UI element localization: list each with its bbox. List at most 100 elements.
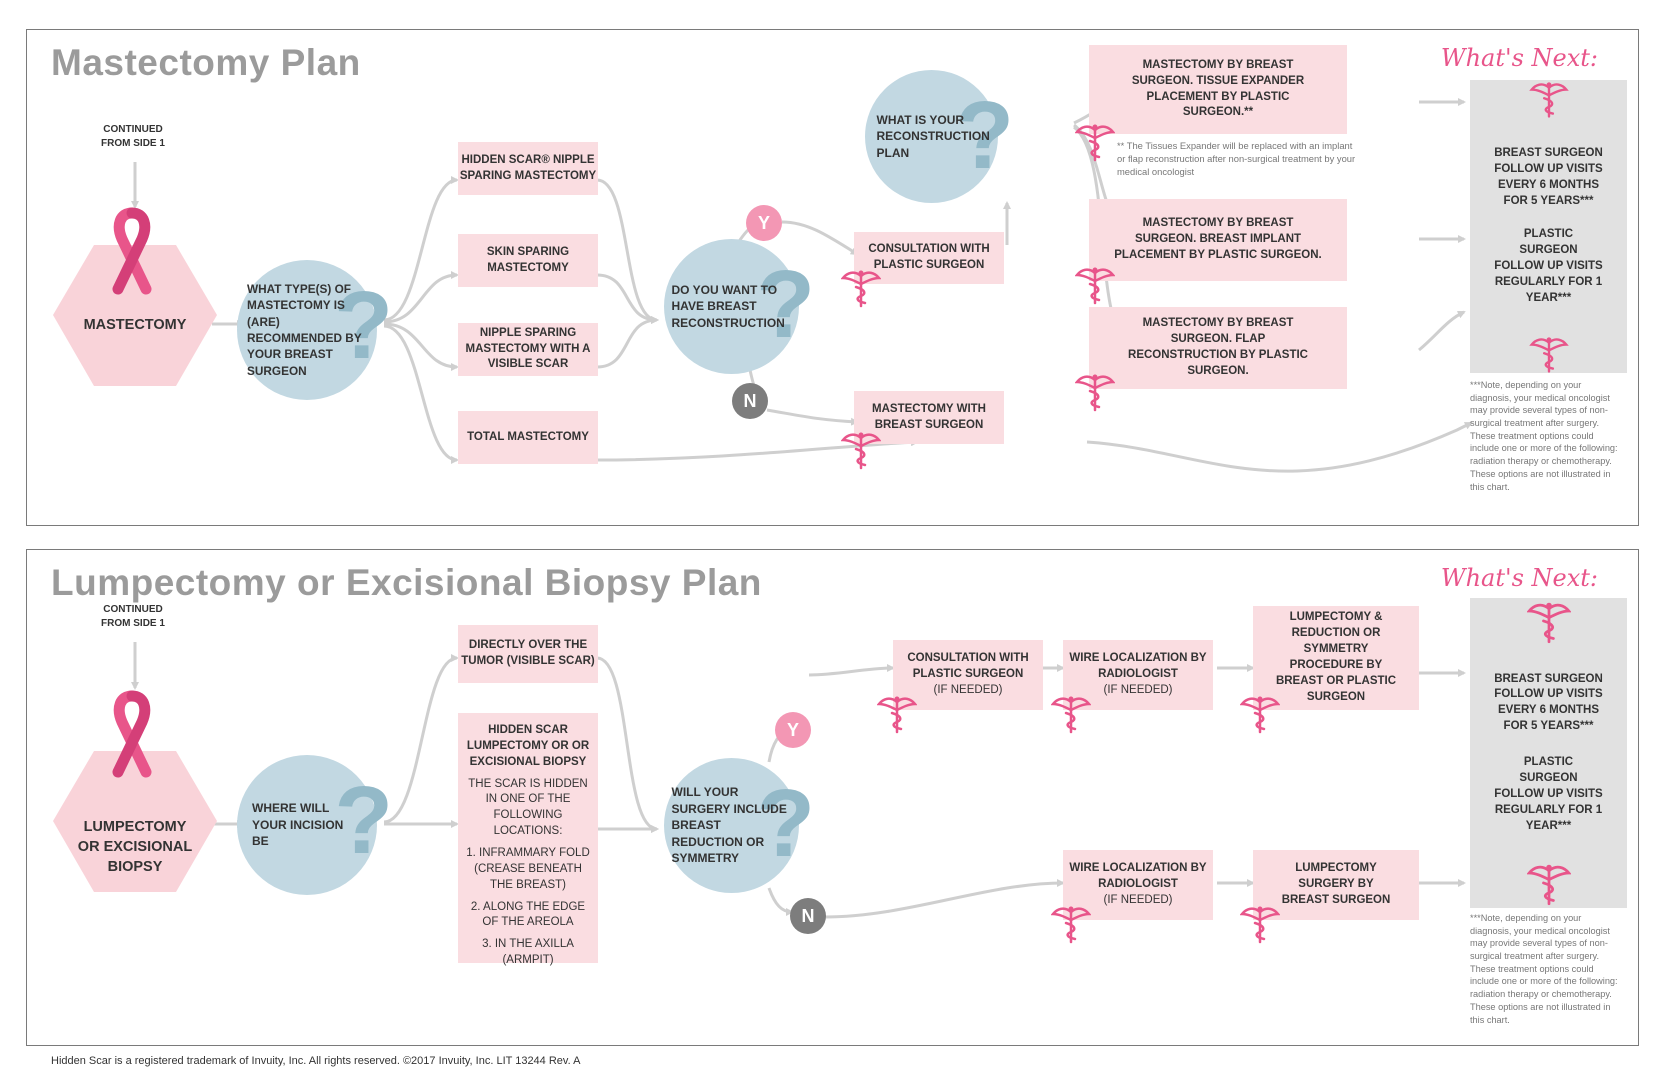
hexagon-shape (53, 751, 217, 892)
question-mark-icon: ? (756, 770, 815, 877)
hexagon-shape (53, 245, 217, 386)
page-title: Mastectomy Plan (51, 42, 361, 83)
lumpectomy-plan-panel: Lumpectomy or Excisional Biopsy Plan Wha… (26, 549, 1639, 1046)
outcome-flap-reconstruction: MASTECTOMY BY BREAST SURGEON. FLAP RECON… (1089, 307, 1347, 389)
wire-localization-no: WIRE LOCALIZATION BY RADIOLOGIST (IF NEE… (1063, 850, 1213, 920)
question-mark-icon: ? (955, 82, 1014, 189)
breast-surgeon-followup: BREAST SURGEON FOLLOW UP VISITS EVERY 6 … (1494, 672, 1603, 733)
caduceus-icon (1526, 602, 1571, 643)
question-label: DO YOU WANT TO HAVE BREAST RECONSTRUCTIO… (671, 282, 785, 330)
outcome-label: MASTECTOMY BY BREAST SURGEON. FLAP RECON… (1128, 317, 1308, 377)
hidden-scar-intro: THE SCAR IS HIDDEN IN ONE OF THE FOLLOWI… (468, 777, 588, 838)
breast-surgeon-followup: BREAST SURGEON FOLLOW UP VISITS EVERY 6 … (1494, 147, 1603, 207)
mastectomy-with-breast-surgeon: MASTECTOMY WITH BREAST SURGEON (854, 391, 1004, 444)
whats-next-panel: BREAST SURGEON FOLLOW UP VISITS EVERY 6 … (1470, 598, 1627, 908)
arrow (766, 408, 859, 426)
outcome-tissue-expander: MASTECTOMY BY BREAST SURGEON. TISSUE EXP… (1089, 45, 1347, 134)
outcome-label: MASTECTOMY BY BREAST SURGEON. BREAST IMP… (1114, 217, 1322, 261)
trademark-footer: Hidden Scar is a registered trademark of… (51, 1055, 581, 1067)
wire-label: WIRE LOCALIZATION BY RADIOLOGIST (1069, 652, 1207, 681)
question-reconstruction: ? DO YOU WANT TO HAVE BREAST RECONSTRUCT… (664, 239, 815, 374)
question-label: WHERE WILL YOUR INCISION BE (252, 801, 344, 849)
oncology-footnote: ***Note, depending on your diagnosis, yo… (1470, 913, 1618, 1025)
question-mark-icon: ? (334, 767, 393, 874)
caduceus-icon (1240, 906, 1280, 944)
start-label: LUMPECTOMY OR EXCISIONAL BIOPSY (77, 819, 193, 875)
caduceus-icon (1528, 336, 1569, 373)
page-title: Lumpectomy or Excisional Biopsy Plan (51, 562, 762, 603)
question-label: WHAT TYPE(S) OF MASTECTOMY IS (ARE) RECO… (247, 282, 362, 378)
outcome-breast-implant: MASTECTOMY BY BREAST SURGEON. BREAST IMP… (1089, 199, 1347, 281)
whats-next-heading: What's Next: (1440, 44, 1598, 72)
yes-badge: Y (775, 712, 811, 748)
hidden-location-axilla: 3. IN THE AXILLA (ARMPIT) (482, 938, 574, 967)
arrow (383, 176, 459, 322)
awareness-ribbon-icon (112, 690, 152, 778)
caduceus-icon (1526, 865, 1571, 906)
caduceus-icon (1075, 124, 1115, 162)
arrow (596, 178, 659, 324)
if-needed-label: (IF NEEDED) (1103, 683, 1173, 696)
arrow (1086, 421, 1473, 473)
lumpectomy-surgery: LUMPECTOMY SURGERY BY BREAST SURGEON (1253, 850, 1419, 920)
consultation-label: CONSULTATION WITH PLASTIC SURGEON (907, 652, 1029, 681)
caduceus-icon (1051, 906, 1091, 944)
whats-next-panel: BREAST SURGEON FOLLOW UP VISITS EVERY 6 … (1470, 80, 1627, 373)
type-skin-sparing: SKIN SPARING MASTECTOMY (458, 234, 598, 287)
arrow (596, 316, 659, 369)
arrow (781, 220, 859, 256)
hidden-location-inframmary: 1. INFRAMMARY FOLD (CREASE BENEATH THE B… (466, 847, 590, 891)
question-label: WHAT IS YOUR RECONSTRUCTION PLAN (876, 112, 990, 160)
no-badge: N (790, 898, 826, 934)
lumpectomy-surgery-label: LUMPECTOMY SURGERY BY BREAST SURGEON (1281, 862, 1391, 906)
arrow (824, 879, 1065, 919)
arrow (596, 656, 659, 833)
mastectomy-start-hexagon: MASTECTOMY (53, 245, 217, 386)
question-incision: ? WHERE WILL YOUR INCISION BE (237, 755, 393, 895)
type-nipple-sparing-visible-scar: NIPPLE SPARING MASTECTOMY WITH A VISIBLE… (458, 323, 598, 376)
arrow (767, 887, 794, 916)
consultation-plastic-surgeon: CONSULTATION WITH PLASTIC SURGEON (IF NE… (893, 640, 1043, 710)
question-label: WILL YOUR SURGERY INCLUDE BREAST REDUCTI… (671, 785, 787, 866)
arrow (808, 664, 895, 677)
if-needed-label: (IF NEEDED) (933, 683, 1003, 696)
continued-label: CONTINUED FROM SIDE 1 (101, 124, 165, 149)
if-needed-label: (IF NEEDED) (1103, 893, 1173, 906)
caduceus-icon (841, 432, 881, 470)
arrow (1418, 310, 1466, 352)
lumpectomy-flow-arrows (131, 642, 1466, 919)
whats-next-heading: What's Next: (1440, 564, 1598, 592)
consultation-plastic-surgeon: CONSULTATION WITH PLASTIC SURGEON (854, 232, 1004, 284)
lumpectomy-start-hexagon: LUMPECTOMY OR EXCISIONAL BIOPSY (53, 751, 217, 892)
caduceus-icon (1528, 82, 1569, 118)
arrow (383, 322, 459, 371)
wire-label: WIRE LOCALIZATION BY RADIOLOGIST (1069, 862, 1207, 891)
question-reduction: ? WILL YOUR SURGERY INCLUDE BREAST REDUC… (664, 758, 815, 893)
continued-label: CONTINUED FROM SIDE 1 (101, 604, 165, 629)
caduceus-icon (1075, 267, 1115, 305)
incision-hidden-scar: HIDDEN SCAR LUMPECTOMY OR OR EXCISIONAL … (458, 713, 598, 966)
caduceus-icon (877, 696, 917, 734)
oncology-footnote: ***Note, depending on your diagnosis, yo… (1470, 380, 1618, 492)
question-reconstruction-plan: ? WHAT IS YOUR RECONSTRUCTION PLAN (865, 70, 1014, 203)
caduceus-icon (1240, 696, 1280, 734)
question-mark-icon: ? (334, 272, 393, 379)
reduction-procedure: LUMPECTOMY & REDUCTION OR SYMMETRY PROCE… (1253, 606, 1419, 710)
hidden-location-areola: 2. ALONG THE EDGE OF THE AREOLA (470, 900, 586, 929)
caduceus-icon (1075, 374, 1115, 412)
arrow (383, 324, 459, 464)
arrow (383, 271, 459, 324)
arrow (596, 273, 659, 324)
question-mark-icon: ? (756, 251, 815, 358)
start-label: MASTECTOMY (83, 317, 187, 333)
outcome-label: MASTECTOMY BY BREAST SURGEON. TISSUE EXP… (1131, 58, 1305, 119)
reduction-label: LUMPECTOMY & REDUCTION OR SYMMETRY PROCE… (1275, 611, 1397, 703)
arrow (383, 654, 459, 824)
question-mastectomy-type: ? WHAT TYPE(S) OF MASTECTOMY IS (ARE) RE… (237, 260, 393, 400)
yes-badge: Y (746, 205, 782, 241)
tissue-expander-note: ** The Tissues Expander will be replaced… (1117, 140, 1356, 177)
plastic-surgeon-followup: PLASTIC SURGEON FOLLOW UP VISITS REGULAR… (1494, 228, 1603, 304)
plastic-surgeon-followup: PLASTIC SURGEON FOLLOW UP VISITS REGULAR… (1494, 756, 1603, 832)
caduceus-icon (841, 270, 881, 308)
incision-directly-over-tumor: DIRECTLY OVER THE TUMOR (VISIBLE SCAR) (458, 625, 598, 683)
